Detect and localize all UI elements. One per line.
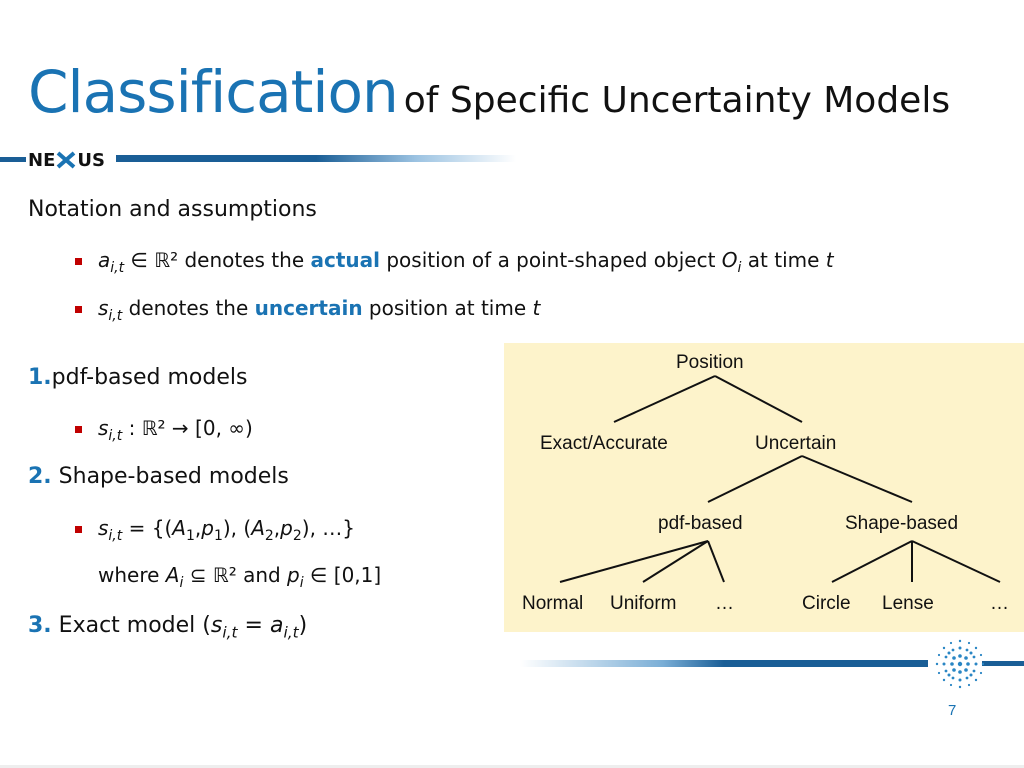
bullet-square	[75, 426, 82, 433]
model-shape-based: 2. Shape-based models	[28, 464, 289, 489]
logo-line-right	[116, 155, 516, 162]
var-o: O	[721, 248, 738, 272]
page-number: 7	[948, 702, 957, 719]
tree-edges	[559, 375, 1001, 583]
edge	[559, 540, 709, 583]
edge	[707, 455, 803, 503]
formula-text: = {(	[122, 516, 173, 540]
tree-node-uniform: Uniform	[610, 593, 677, 614]
formula-text: where	[98, 563, 166, 587]
text: denotes the	[122, 296, 255, 320]
tree-node-position: Position	[676, 352, 744, 373]
var-a: a	[98, 248, 111, 272]
logo-line-left	[0, 157, 26, 162]
classification-tree: Position Exact/Accurate Uncertain pdf-ba…	[504, 343, 1024, 632]
logo-text-right: US	[77, 150, 105, 171]
tree-node-exact: Exact/Accurate	[540, 433, 668, 454]
tree-node-pdf-based: pdf-based	[658, 513, 743, 534]
text: at time	[741, 248, 826, 272]
tree-node-normal: Normal	[522, 593, 584, 614]
bullet-square	[75, 306, 82, 313]
notation-heading: Notation and assumptions	[28, 197, 317, 222]
edge	[714, 375, 803, 423]
var-t: t	[825, 248, 834, 272]
var-s: s	[98, 416, 109, 440]
model-label: Exact model (	[51, 613, 211, 638]
notation-bullet-uncertain: si,t denotes the uncertain position at t…	[98, 296, 540, 324]
var-t: t	[532, 296, 541, 320]
model-number: 2.	[28, 464, 52, 489]
keyword-actual: actual	[310, 248, 380, 272]
text: denotes the	[178, 248, 311, 272]
tree-node-circle: Circle	[802, 593, 851, 614]
bullet-square	[75, 526, 82, 533]
formula-text: ∈ [0,1]	[303, 563, 382, 587]
model-number: 1.	[28, 365, 52, 390]
tree-node-uncertain: Uncertain	[755, 433, 837, 454]
footer-line	[0, 765, 1024, 768]
var-sub: i,t	[110, 260, 125, 276]
title-main: Classification	[28, 58, 399, 126]
nexus-logo: NE US	[28, 150, 105, 171]
shape-formula: si,t = {(A1,p1), (A2,p2), …}	[98, 516, 356, 544]
edge	[642, 540, 709, 583]
var-sub: i	[737, 260, 742, 276]
model-label: pdf-based models	[51, 365, 248, 390]
model-pdf-based: 1.pdf-based models	[28, 365, 247, 390]
text: position of a point-shaped object	[380, 248, 722, 272]
pdf-formula: si,t : ℝ² → [0, ∞)	[98, 416, 253, 444]
nexus-logo-bar: NE US	[0, 150, 520, 171]
edge	[613, 375, 716, 423]
university-seal-icon	[935, 639, 985, 689]
text: position at time	[362, 296, 533, 320]
edge	[911, 540, 1001, 583]
tree-node-lense: Lense	[882, 593, 934, 614]
edge	[707, 540, 725, 583]
keyword-uncertain: uncertain	[254, 296, 363, 320]
shape-formula-where: where Ai ⊆ ℝ² and pi ∈ [0,1]	[98, 563, 382, 591]
model-exact: 3. Exact model (si,t = ai,t)	[28, 613, 308, 642]
formula-text: ⊆ ℝ² and	[183, 563, 288, 587]
edge	[801, 455, 913, 503]
var-sub: i,t	[108, 308, 123, 324]
logo-text-left: NE	[28, 150, 56, 171]
bottom-decor-bar	[520, 660, 1024, 667]
bullet-square	[75, 258, 82, 265]
var-sub: i,t	[108, 428, 123, 444]
tree-node-ellipsis: …	[990, 593, 1009, 614]
edge	[831, 540, 913, 583]
notation-bullet-actual: ai,t ∈ ℝ² denotes the actual position of…	[98, 248, 834, 276]
model-number: 3.	[28, 613, 52, 638]
tree-node-shape-based: Shape-based	[845, 513, 959, 534]
title-sub: of Specific Uncertainty Models	[403, 80, 951, 121]
model-label: Shape-based models	[51, 464, 289, 489]
formula-text: : ℝ² → [0, ∞)	[128, 416, 253, 440]
tree-node-ellipsis: …	[715, 593, 734, 614]
set-symbol: ∈ ℝ²	[130, 248, 179, 272]
x-icon	[57, 151, 76, 169]
var-s: s	[98, 296, 109, 320]
